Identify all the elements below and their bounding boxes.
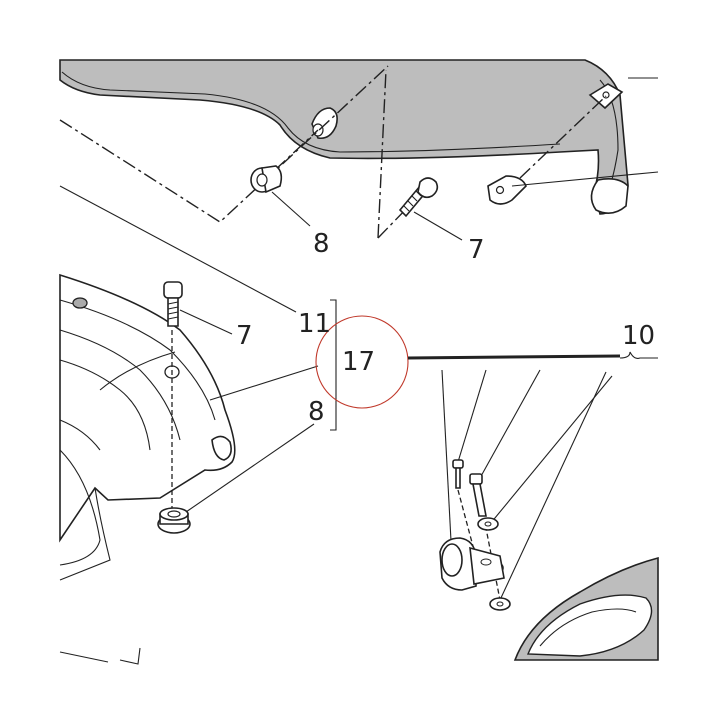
leader-8-top (271, 191, 311, 227)
grommet-left (157, 507, 191, 534)
group-bracket (330, 299, 337, 431)
centerline-top-clip (519, 95, 607, 179)
upper-body-panel (59, 59, 629, 215)
washer-upper (477, 517, 499, 531)
panel-edge-highlight (61, 71, 561, 153)
bottom-left-mark (59, 647, 141, 665)
leader-17-left (209, 365, 319, 401)
leader-7-left (179, 309, 233, 335)
left-panel-contour-2 (59, 329, 181, 441)
lower-right-housing-opening (526, 594, 653, 657)
bolt-left (163, 281, 183, 327)
left-panel-lower-fold (59, 487, 111, 581)
left-panel-hole (72, 297, 88, 309)
centerline-top-boss (274, 129, 319, 171)
bolt-top (398, 177, 439, 218)
pipe-clamp (439, 537, 505, 591)
leader-10-d (489, 375, 613, 525)
leader-10-line (407, 354, 621, 360)
label-part-7-left: 7 (236, 321, 253, 351)
leader-clip-right (511, 171, 659, 187)
label-part-10: 10 (622, 321, 655, 351)
small-screw (452, 459, 464, 489)
label-part-7-top: 7 (468, 235, 485, 265)
leader-8-left (185, 423, 315, 513)
leader-10-a (441, 369, 453, 561)
panel-tab-hole (602, 91, 610, 99)
left-panel-contour-5 (59, 419, 101, 451)
leader-11 (59, 185, 297, 313)
left-body-panel (59, 273, 236, 543)
grommet-top (250, 165, 283, 194)
leader-10-c (479, 369, 541, 479)
panel-side-bracket (590, 178, 629, 214)
left-panel-contour-4 (99, 351, 176, 391)
left-panel-knob (211, 435, 232, 461)
label-part-8-left: 8 (308, 397, 325, 427)
long-bolt (469, 473, 487, 517)
lower-right-housing-inner (539, 608, 637, 647)
clip-nut (487, 175, 527, 205)
label-part-11: 11 (298, 309, 331, 339)
leader-10-e (499, 371, 607, 601)
label-part-17: 17 (342, 347, 375, 377)
left-panel-contour-1 (59, 299, 216, 421)
leader-7-top (413, 211, 463, 241)
centerline-top-long (59, 65, 389, 223)
left-panel-contour-3 (59, 359, 151, 451)
left-panel-lower-fold-2 (59, 449, 101, 566)
clip-nut-hole (495, 185, 505, 195)
centerline-top-screw (377, 69, 387, 239)
centerline-small-screw (457, 489, 475, 551)
washer-lower (489, 597, 511, 611)
leader-10-b (457, 369, 487, 463)
group-bracket-10 (619, 351, 658, 359)
highlight-circle-17 (315, 315, 409, 409)
label-part-8-top: 8 (313, 229, 330, 259)
